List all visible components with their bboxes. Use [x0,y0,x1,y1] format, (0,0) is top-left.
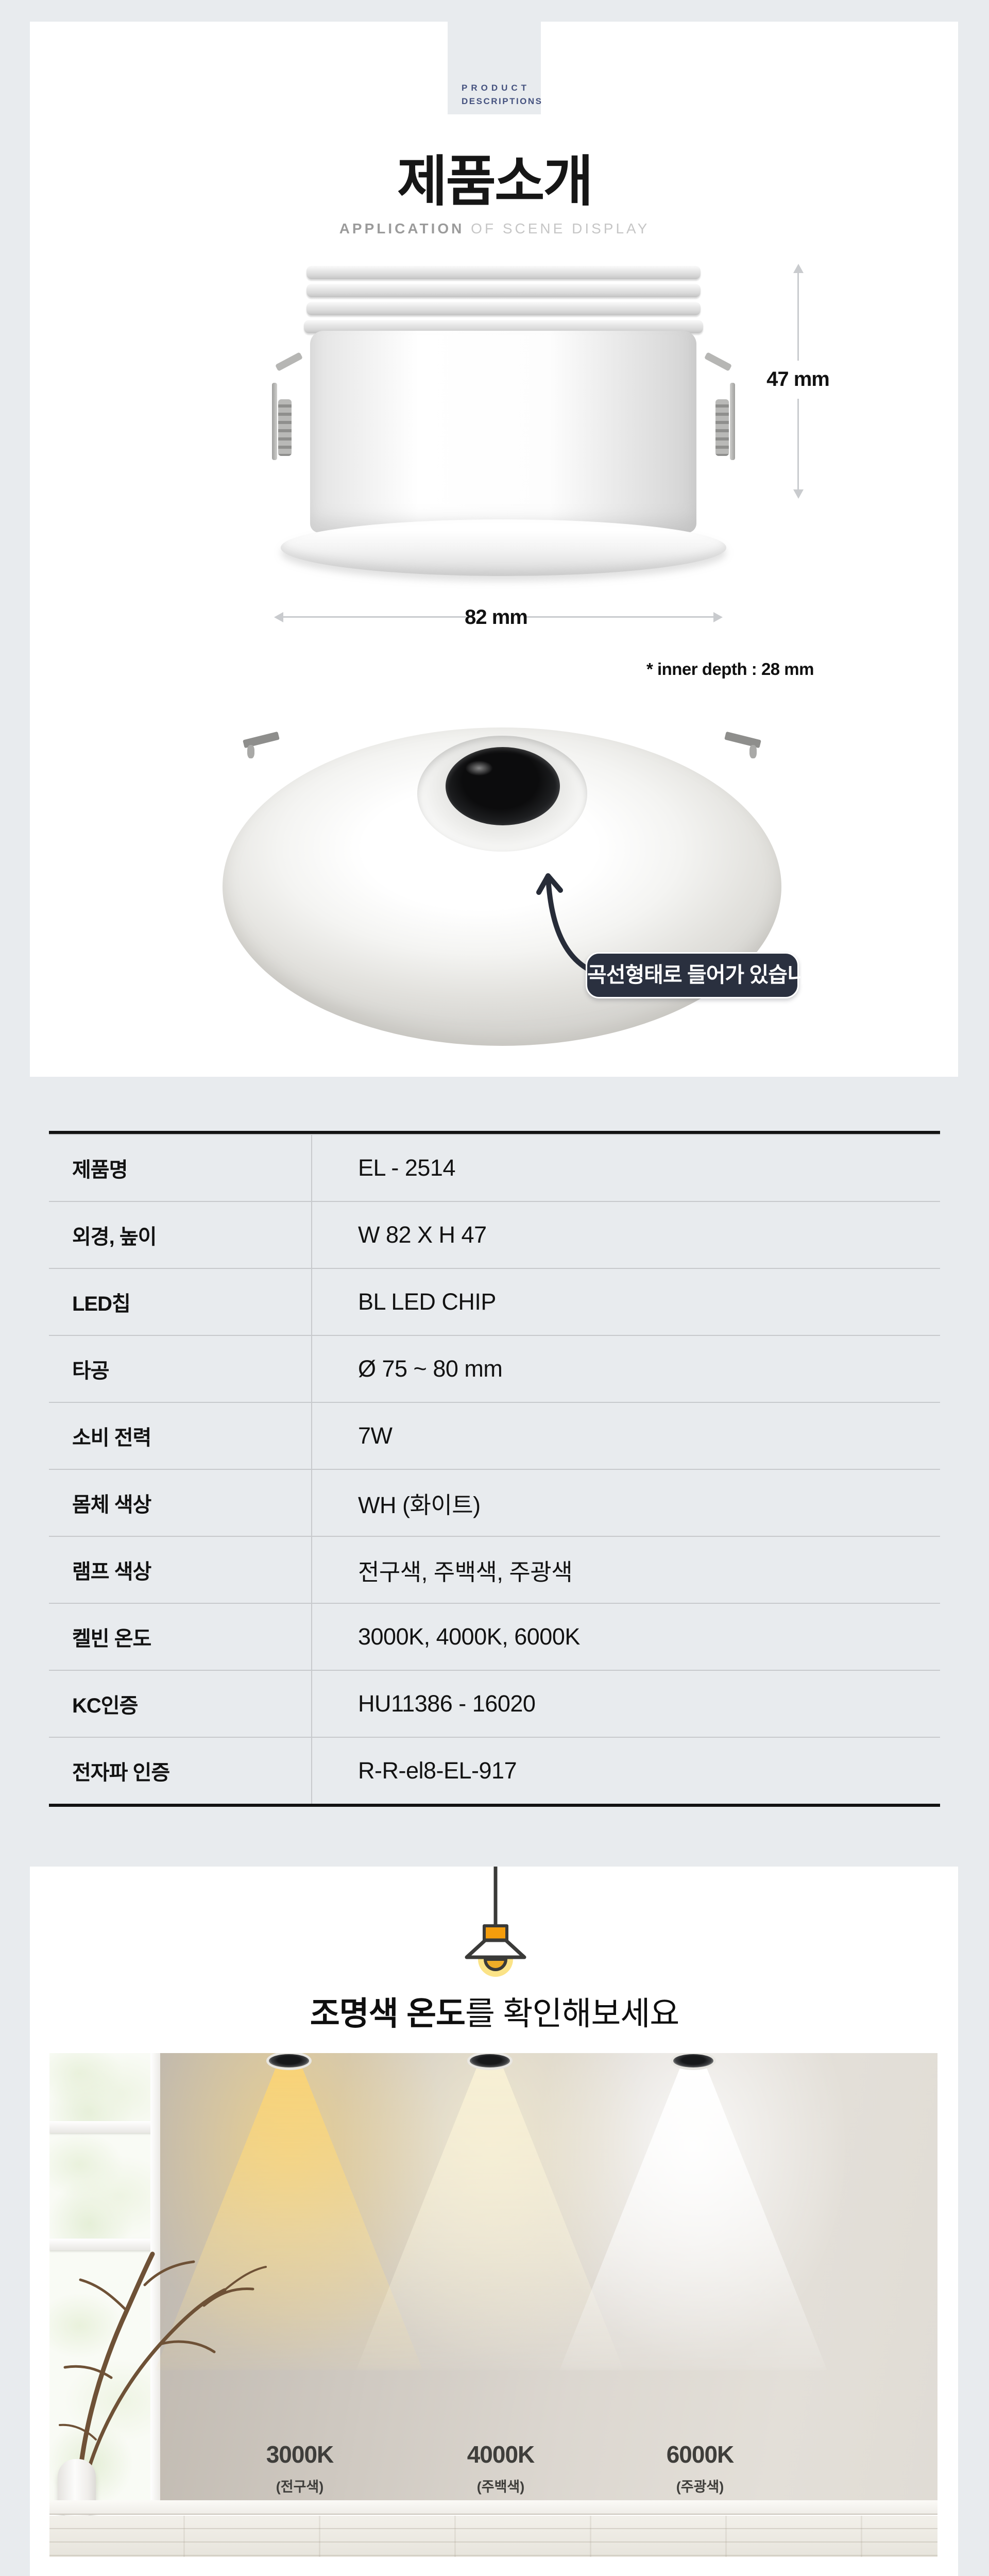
mounting-clip-left [271,352,311,471]
kelvin-name: (주광색) [676,2479,724,2495]
spec-label: 몸체 색상 [72,1494,151,1516]
kelvin-name: (주백색) [476,2479,525,2495]
kelvin-value: 4000K [467,2441,535,2468]
badge-text: PRODUCT DESCRIPTIONS [462,81,543,108]
kelvin-name: (전구색) [276,2479,324,2495]
spec-label: 소비 전력 [72,1427,151,1449]
width-dimension-label: 82 mm [465,606,528,629]
lamp-body [310,331,696,533]
arrow-right-icon [713,612,723,622]
downlight-fixture [269,2054,309,2067]
spec-value: R-R-el8-EL-917 [358,1757,517,1784]
table-row: 제품명 EL - 2514 [49,1134,940,1201]
temp-label-3000k: 3000K (전구색) [217,2441,382,2496]
lamp-lens [446,747,560,825]
spec-label: 외경, 높이 [72,1226,157,1248]
mounting-clip-left [243,731,284,759]
table-bottom-border [49,1804,940,1807]
product-descriptions-badge: PRODUCT DESCRIPTIONS [448,22,541,114]
subtitle-rest: OF SCENE DISPLAY [464,221,650,236]
kelvin-value: 6000K [666,2441,735,2468]
height-dimension-line [797,399,799,489]
spec-value: 7W [358,1422,393,1449]
spec-value: 전구색, 주백색, 주광색 [358,1558,573,1585]
page-subtitle: APPLICATION OF SCENE DISPLAY [0,221,989,237]
spec-label: 램프 색상 [72,1561,151,1583]
frame-top-band [0,0,989,22]
inner-depth-note: * inner depth : 28 mm [646,659,814,679]
spec-label: 켈빈 온도 [72,1628,151,1650]
spec-value: BL LED CHIP [358,1289,496,1315]
table-row: 램프 색상 전구색, 주백색, 주광색 [49,1536,940,1603]
width-dimension-line [526,616,713,618]
downlight-fixture [673,2054,713,2067]
lamp-flange [281,519,726,576]
product-photo-bottom-view: 곡선형태로 들어가 있습니다 [207,721,825,1051]
spec-value: HU11386 - 16020 [358,1690,536,1717]
table-top-border [49,1131,940,1134]
temp-label-6000k: 6000K (주광색) [618,2441,782,2496]
spec-label: KC인증 [72,1694,138,1717]
table-rows: 제품명 EL - 2514 외경, 높이 W 82 X H 47 LED칩 BL… [49,1134,940,1804]
heatsink-fin [306,302,701,315]
spec-label: LED칩 [72,1293,131,1315]
callout-label: 곡선형태로 들어가 있습니다 [586,952,825,998]
color-temp-title: 조명색 온도를 확인해보세요 [0,1988,989,2035]
table-row: 몸체 색상 WH (화이트) [49,1469,940,1536]
subtitle-bold: APPLICATION [339,221,465,236]
lamp-recess [417,736,587,852]
baseboard [49,2500,937,2515]
spec-value: Ø 75 ~ 80 mm [358,1355,503,1382]
wood-floor [49,2516,937,2557]
page-title: 제품소개 [397,151,593,212]
spec-section-background [0,1077,989,1867]
table-row: 전자파 인증 R-R-el8-EL-917 [49,1737,940,1804]
spec-label: 제품명 [72,1159,128,1181]
branch-decoration [59,2251,267,2501]
downlight-fixture [470,2054,510,2067]
temp-label-4000k: 4000K (주백색) [418,2441,583,2496]
pendant-lamp-icon [465,1867,526,1977]
height-dimension-line [797,272,799,361]
width-dimension-line [282,616,466,618]
table-row: 타공 Ø 75 ~ 80 mm [49,1335,940,1402]
frame-right-band [958,0,989,2576]
spec-label: 타공 [72,1360,110,1382]
arrow-up-icon [793,264,804,273]
table-row: 켈빈 온도 3000K, 4000K, 6000K [49,1603,940,1670]
color-temp-scene-photo: 3000K (전구색) 4000K (주백색) 6000K (주광색) [49,2053,937,2557]
table-row: 외경, 높이 W 82 X H 47 [49,1201,940,1268]
badge-line1: PRODUCT [462,83,531,93]
height-dimension-label: 47 mm [766,368,830,391]
spec-table: 제품명 EL - 2514 외경, 높이 W 82 X H 47 LED칩 BL… [49,1131,940,1807]
table-row: KC인증 HU11386 - 16020 [49,1670,940,1737]
spec-value: W 82 X H 47 [358,1222,487,1248]
mounting-clip-right [696,352,736,471]
badge-line2: DESCRIPTIONS [462,96,543,106]
table-row: LED칩 BL LED CHIP [49,1268,940,1335]
spec-value: WH (화이트) [358,1492,481,1518]
spec-value: 3000K, 4000K, 6000K [358,1623,580,1650]
arrow-left-icon [274,612,283,622]
kelvin-value: 3000K [266,2441,334,2468]
table-row: 소비 전력 7W [49,1402,940,1469]
spec-label: 전자파 인증 [72,1761,170,1784]
table-column-divider [311,1134,312,1804]
frame-left-band [0,0,30,2576]
mounting-clip-right [720,731,761,759]
heatsink-fin [306,284,701,297]
spec-value: EL - 2514 [358,1155,455,1181]
color-temp-title-rest: 를 확인해보세요 [465,1996,679,2032]
color-temp-title-bold: 조명색 온도 [310,1996,466,2032]
product-photo-side-view [271,263,736,582]
lens-highlight [465,760,493,776]
arrow-down-icon [793,489,804,499]
heatsink-fin [306,266,701,279]
